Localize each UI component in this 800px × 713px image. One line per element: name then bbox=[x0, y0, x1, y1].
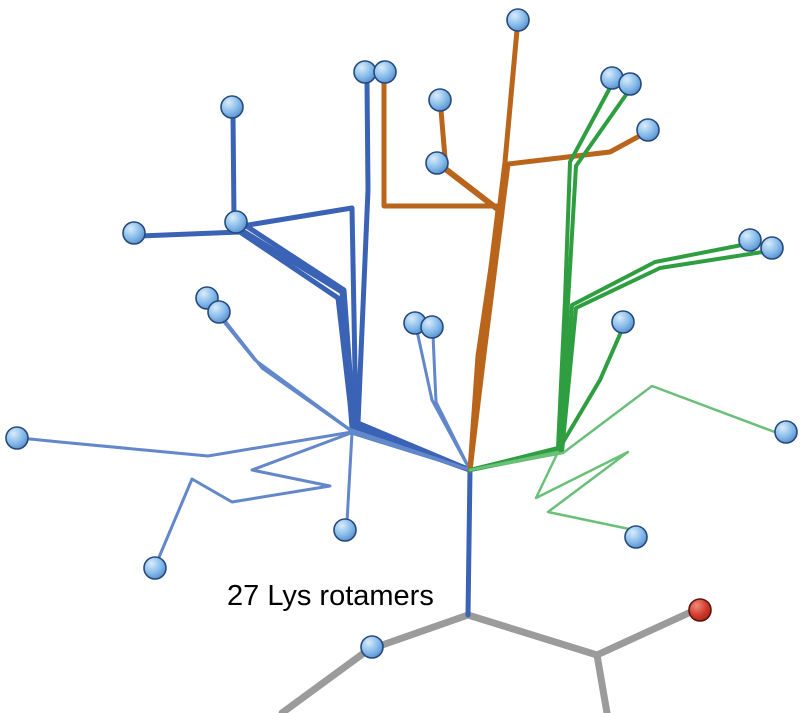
bond-blue-rotamer-5 bbox=[355, 77, 473, 473]
nitrogen-atom-sphere bbox=[618, 72, 642, 96]
nitrogen-atom-sphere bbox=[373, 60, 397, 84]
bond-orange-rotamer-5 bbox=[442, 165, 505, 473]
nitrogen-atom-sphere bbox=[760, 236, 784, 260]
bond-blue-rotamer-12 bbox=[345, 431, 472, 524]
nitrogen-atom-sphere bbox=[143, 556, 167, 580]
bond-backbone-carbonyl bbox=[593, 607, 697, 659]
figure-caption: 27 Lys rotamers bbox=[227, 580, 434, 612]
oxygen-atom-sphere bbox=[688, 598, 712, 622]
nitrogen-atom-sphere bbox=[428, 88, 452, 112]
nitrogen-atom-sphere bbox=[774, 420, 798, 444]
bond-blue-rotamer-6 bbox=[18, 430, 472, 472]
nitrogen-atom-sphere bbox=[224, 210, 248, 234]
nitrogen-atom-sphere bbox=[333, 518, 357, 542]
nitrogen-atom-sphere bbox=[506, 8, 530, 32]
nitrogen-atom-sphere bbox=[207, 300, 231, 324]
nitrogen-atom-sphere bbox=[425, 151, 449, 175]
nitrogen-atom-sphere bbox=[122, 221, 146, 245]
nitrogen-atom-sphere bbox=[220, 95, 244, 119]
bond-green-rotamer-4 bbox=[468, 249, 771, 472]
nitrogen-atom-sphere bbox=[624, 525, 648, 549]
nitrogen-atom-sphere bbox=[5, 426, 29, 450]
nitrogen-atom-sphere bbox=[636, 118, 660, 142]
bond-backbone-main bbox=[278, 611, 611, 713]
bond-blue-rotamer-11 bbox=[431, 333, 472, 472]
nitrogen-atom-sphere bbox=[353, 60, 377, 84]
nitrogen-atom-sphere bbox=[611, 310, 635, 334]
bond-green-rotamer-5 bbox=[468, 330, 623, 472]
bond-ca-cb-stem bbox=[465, 467, 473, 618]
nitrogen-atom-sphere bbox=[738, 228, 762, 252]
nitrogen-atom-sphere bbox=[360, 635, 384, 659]
nitrogen-atom-sphere bbox=[420, 315, 444, 339]
bond-green-rotamer-7 bbox=[468, 450, 636, 532]
